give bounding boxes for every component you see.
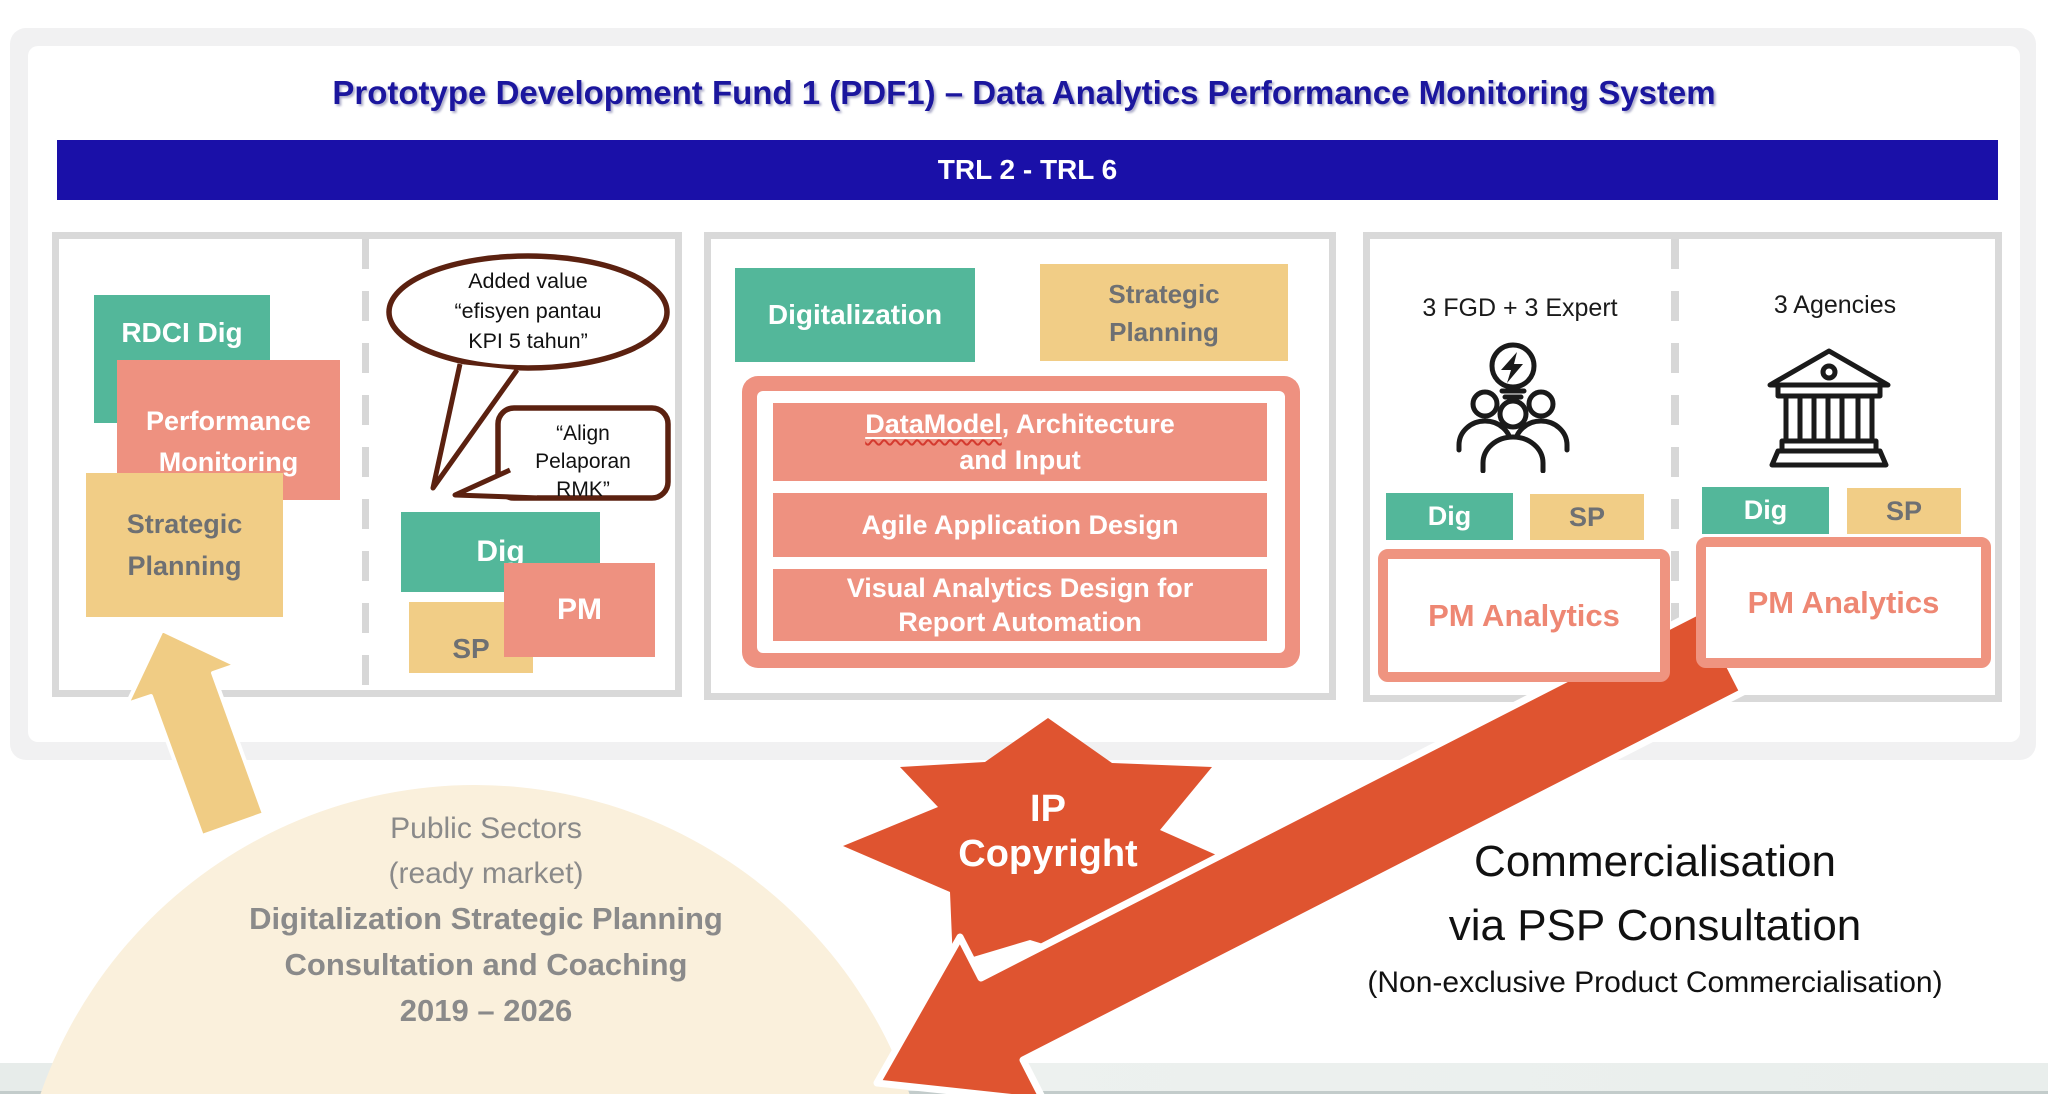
digitalization-label: Digitalization bbox=[767, 299, 943, 330]
step-visual-analytics-line1: Visual Analytics Design for bbox=[846, 573, 1194, 603]
commercialisation-line3: (Non-exclusive Product Commercialisation… bbox=[1367, 966, 1943, 999]
sp-tag-fgd: SP bbox=[1530, 494, 1644, 540]
people-idea-icon bbox=[1456, 342, 1570, 473]
panel-rdci-divider bbox=[362, 239, 369, 690]
pm-analytics-agencies-label: PM Analytics bbox=[1747, 584, 1940, 620]
page-title: Prototype Development Fund 1 (PDF1) – Da… bbox=[332, 74, 1716, 111]
commercialisation-line2: via PSP Consultation bbox=[1448, 901, 1862, 950]
ip-star-line2: Copyright bbox=[958, 833, 1138, 875]
bubble-added-value-line3: KPI 5 tahun” bbox=[468, 329, 588, 353]
trl-banner: TRL 2 - TRL 6 bbox=[57, 140, 1998, 200]
strategic-planning2-line2: Planning bbox=[1109, 316, 1219, 347]
market-line1: Public Sectors bbox=[390, 812, 582, 845]
commercialisation-text: Commercialisation via PSP Consultation (… bbox=[1305, 830, 2005, 1008]
bubble-align-line2: Pelaporan bbox=[535, 450, 631, 473]
dig-tag-fgd-label: Dig bbox=[1427, 501, 1472, 531]
step-datamodel: DataModel, Architecture and Input bbox=[773, 403, 1267, 481]
market-circle-text: Public Sectors (ready market) Digitaliza… bbox=[136, 806, 836, 1034]
pm-analytics-box-fgd: PM Analytics bbox=[1378, 549, 1670, 682]
step-datamodel-line1: DataModel, Architecture bbox=[865, 406, 1175, 442]
bubble-align-line1: “Align bbox=[556, 422, 610, 445]
rdci-dig-label: RDCI Dig bbox=[121, 317, 243, 348]
performance-monitoring-line1: Performance bbox=[145, 406, 312, 436]
market-line4: Consultation and Coaching bbox=[284, 947, 688, 982]
strategic-planning2-line1: Strategic bbox=[1108, 278, 1220, 309]
performance-monitoring-line2: Monitoring bbox=[158, 447, 299, 477]
bank-icon bbox=[1767, 348, 1891, 468]
strategic-planning-box: Strategic Planning bbox=[86, 473, 283, 617]
ip-star-line1: IP bbox=[1030, 788, 1066, 830]
pm-box-small: PM bbox=[504, 563, 655, 657]
strategic-planning-line2: Planning bbox=[127, 551, 242, 581]
bubble-added-value: Added value “efisyen pantau KPI 5 tahun” bbox=[394, 266, 662, 356]
dig-box-small: Dig bbox=[401, 512, 600, 592]
market-line5: 2019 – 2026 bbox=[399, 993, 573, 1028]
panel-rdci: RDCI Dig Performance Monitoring Strategi… bbox=[52, 232, 682, 697]
panel-validate-divider bbox=[1671, 239, 1679, 695]
bubble-align-line3: RMK” bbox=[556, 478, 610, 501]
step-datamodel-underlined: DataModel bbox=[865, 409, 1002, 439]
market-line2: (ready market) bbox=[388, 857, 584, 890]
panel-build: Digitalization Strategic Planning DataMo… bbox=[704, 232, 1336, 700]
step-visual-analytics: Visual Analytics Design for Report Autom… bbox=[773, 569, 1267, 641]
strategic-planning-box-2: Strategic Planning bbox=[1040, 264, 1288, 361]
strategic-planning-line1: Strategic bbox=[126, 509, 243, 539]
ip-star-text: IP Copyright bbox=[908, 788, 1188, 878]
sp-label: SP bbox=[452, 633, 490, 664]
fgd-header: 3 FGD + 3 Expert bbox=[1422, 294, 1618, 322]
dig-tag-fgd: Dig bbox=[1386, 493, 1513, 540]
build-steps-container: DataModel, Architecture and Input Agile … bbox=[742, 376, 1300, 668]
bubble-added-value-line1: Added value bbox=[468, 269, 588, 293]
step-datamodel-line2: and Input bbox=[959, 445, 1081, 475]
pm-analytics-box-agencies: PM Analytics bbox=[1696, 537, 1991, 668]
panel-validate: 3 FGD + 3 Expert 3 Agencies bbox=[1363, 232, 2002, 702]
market-line3: Digitalization Strategic Planning bbox=[249, 901, 723, 936]
build-steps-inner: DataModel, Architecture and Input Agile … bbox=[757, 391, 1285, 653]
digitalization-box: Digitalization bbox=[735, 268, 975, 362]
sp-tag-agencies-label: SP bbox=[1885, 495, 1923, 526]
dig-tag-agencies-label: Dig bbox=[1743, 495, 1788, 525]
speech-bubbles-graphic bbox=[386, 253, 671, 501]
bubble-added-value-line2: “efisyen pantau bbox=[454, 299, 602, 323]
dig-tag-agencies: Dig bbox=[1702, 487, 1829, 534]
step-visual-analytics-line2: Report Automation bbox=[898, 607, 1142, 637]
step-agile-label: Agile Application Design bbox=[861, 510, 1179, 540]
agencies-header: 3 Agencies bbox=[1773, 291, 1897, 319]
step-agile: Agile Application Design bbox=[773, 493, 1267, 557]
step-datamodel-rest: , Architecture bbox=[1001, 409, 1175, 439]
sp-tag-agencies: SP bbox=[1847, 488, 1961, 534]
pm-label: PM bbox=[557, 593, 602, 626]
bubble-align: “Align Pelaporan RMK” bbox=[500, 420, 666, 504]
dig-label: Dig bbox=[476, 535, 525, 568]
commercialisation-line1: Commercialisation bbox=[1474, 837, 1836, 886]
sp-tag-fgd-label: SP bbox=[1568, 501, 1606, 532]
pm-analytics-fgd-label: PM Analytics bbox=[1428, 597, 1620, 633]
